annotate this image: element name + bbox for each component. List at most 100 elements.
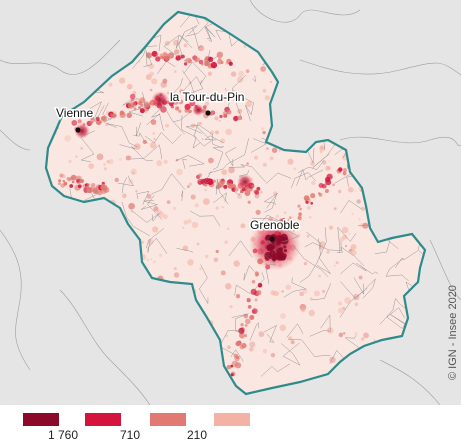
- density-cell: [215, 130, 219, 135]
- density-cell: [178, 99, 184, 105]
- density-cell: [150, 119, 157, 125]
- density-cell: [126, 112, 132, 119]
- density-cell: [271, 255, 276, 261]
- commune-border: [299, 238, 321, 283]
- commune-border: [213, 192, 227, 204]
- commune-border: [175, 155, 205, 167]
- density-cell: [233, 260, 240, 267]
- density-cell: [253, 155, 259, 160]
- commune-border: [193, 122, 212, 147]
- density-cell: [80, 110, 86, 115]
- density-cell: [165, 123, 170, 128]
- density-cell: [254, 271, 259, 276]
- density-cell: [249, 315, 255, 320]
- density-cell: [101, 115, 107, 122]
- density-cell: [270, 290, 276, 296]
- commune-border: [231, 313, 249, 333]
- density-cell: [156, 160, 163, 167]
- density-cell: [262, 162, 267, 167]
- commune-border: [176, 248, 194, 253]
- density-cell: [333, 207, 337, 211]
- density-cell: [313, 290, 320, 297]
- density-cell: [189, 100, 196, 107]
- commune-border: [283, 277, 307, 298]
- commune-border: [223, 87, 231, 117]
- commune-border: [212, 146, 225, 170]
- density-cell: [225, 283, 232, 290]
- density-cell: [148, 102, 152, 105]
- density-cell: [80, 179, 84, 183]
- density-cell: [338, 167, 343, 172]
- commune-border: [199, 264, 209, 305]
- density-cell: [145, 74, 152, 81]
- density-cell: [325, 165, 331, 171]
- density-cell: [318, 274, 321, 278]
- density-cell: [66, 177, 70, 180]
- commune-border: [337, 226, 357, 253]
- density-cell: [309, 297, 313, 301]
- commune-border: [297, 159, 325, 173]
- density-cell: [151, 78, 158, 85]
- density-cell: [88, 186, 94, 193]
- density-cell: [290, 340, 295, 345]
- density-cell: [156, 209, 162, 215]
- density-cell: [269, 156, 274, 161]
- density-cell: [187, 185, 190, 188]
- commune-border: [204, 135, 224, 143]
- density-cell: [319, 145, 326, 152]
- commune-border: [340, 200, 362, 214]
- density-cell: [138, 106, 142, 110]
- commune-border: [117, 175, 135, 187]
- commune-border: [390, 314, 406, 325]
- density-cell: [244, 324, 248, 327]
- density-cell: [361, 206, 365, 211]
- density-cell: [194, 203, 199, 208]
- commune-border: [173, 110, 193, 123]
- commune-border: [252, 75, 256, 83]
- density-cell: [103, 167, 107, 171]
- density-cell: [176, 168, 183, 176]
- commune-border: [339, 281, 368, 318]
- density-cell: [235, 341, 241, 347]
- commune-border: [181, 76, 204, 94]
- density-cell: [285, 284, 292, 291]
- commune-border: [228, 240, 253, 258]
- density-cell: [309, 216, 312, 219]
- commune-border: [234, 272, 265, 296]
- density-cell: [182, 226, 185, 229]
- density-cell: [332, 183, 335, 187]
- density-cell: [230, 364, 234, 368]
- commune-border: [208, 138, 249, 174]
- density-cell: [201, 138, 204, 141]
- density-cell: [130, 210, 134, 213]
- density-cell: [260, 66, 266, 72]
- commune-border: [163, 33, 185, 57]
- density-cell: [131, 171, 135, 175]
- density-cell: [166, 200, 171, 205]
- density-cell: [310, 193, 316, 199]
- density-cell: [187, 219, 192, 224]
- density-cell: [287, 158, 294, 165]
- commune-border: [344, 335, 360, 348]
- density-cell: [344, 244, 348, 248]
- density-cell: [152, 132, 156, 135]
- density-cell: [266, 147, 269, 150]
- density-cell: [155, 53, 159, 56]
- density-cell: [342, 171, 347, 176]
- density-cell: [231, 89, 236, 95]
- density-cell: [119, 111, 126, 118]
- density-cell: [173, 267, 177, 271]
- density-cell: [195, 57, 201, 62]
- density-cell: [306, 205, 311, 210]
- commune-border: [296, 168, 324, 186]
- commune-border: [185, 124, 213, 136]
- density-cell: [278, 149, 281, 152]
- density-cell: [337, 307, 344, 314]
- density-cell: [71, 120, 78, 126]
- density-cell: [275, 214, 279, 218]
- density-cell: [225, 128, 232, 136]
- density-cell: [128, 202, 135, 210]
- density-cell: [342, 306, 346, 310]
- commune-border: [183, 61, 207, 85]
- density-cell: [234, 92, 240, 98]
